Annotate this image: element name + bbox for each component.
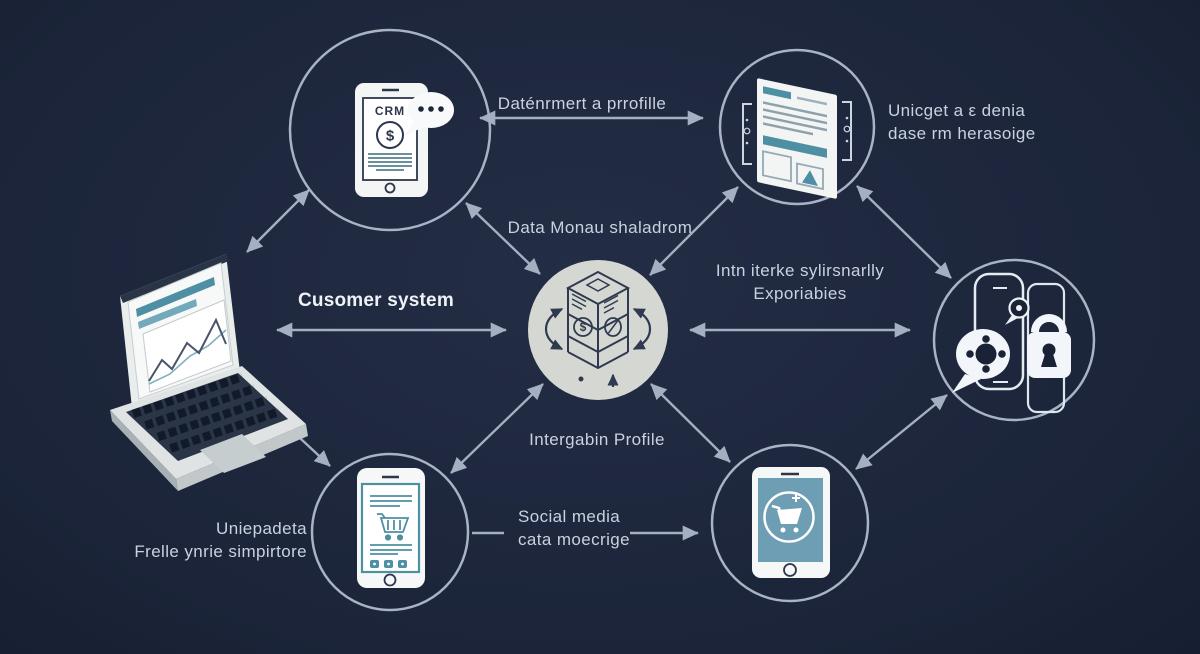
home-button xyxy=(384,182,396,194)
sync-arrow-left-icon xyxy=(544,308,564,350)
laptop-trackpad xyxy=(200,434,266,473)
shop-phone-screen xyxy=(360,482,421,574)
arrow-shopphone-hub xyxy=(450,383,544,474)
node-circle xyxy=(310,452,470,612)
node-document xyxy=(718,48,876,206)
chat-gear-bubble-icon xyxy=(952,329,1010,393)
node-crm-phone: CRM $ xyxy=(288,28,492,232)
label-social-media-link: Social media cata moecrige xyxy=(518,507,630,549)
arrow-security-tablet xyxy=(855,394,948,470)
node-circle xyxy=(710,443,870,603)
hub-cube-icon xyxy=(544,270,652,387)
home-button xyxy=(783,563,797,577)
label-crm-document-link: Daténrmert a prrofille xyxy=(497,94,667,113)
node-circle xyxy=(932,258,1096,422)
laptop-chart-panel xyxy=(142,299,232,393)
cart-badge-icon xyxy=(763,491,815,543)
label-document-caption: Unicget a ε denia dase rm herasoige xyxy=(888,101,1036,143)
node-circle xyxy=(718,48,876,206)
chart-line-dark xyxy=(148,317,227,382)
label-hub-bottom-link: Intergabin Profile xyxy=(529,430,665,449)
node-shopping-tablet xyxy=(710,443,870,603)
crm-text-lines xyxy=(368,153,412,171)
lock-icon xyxy=(1027,314,1071,378)
home-button xyxy=(383,573,397,587)
dollar-badge-icon xyxy=(376,121,404,149)
connector-arrows xyxy=(246,110,952,541)
node-security-phone xyxy=(932,258,1096,422)
label-laptop-caption: Cusomer system xyxy=(298,290,454,311)
node-circle xyxy=(288,28,492,232)
node-shopping-phone xyxy=(310,452,470,612)
document-icon xyxy=(757,78,837,199)
arrow-document-security xyxy=(856,185,952,279)
label-shop-phone-caption: Uniepadeta Frelle ynrie simpirtore xyxy=(134,519,307,561)
cart-icon xyxy=(377,513,410,541)
node-integration-hub: $ xyxy=(528,260,668,400)
crm-screen-title: CRM xyxy=(375,104,405,118)
chat-bubble-icon xyxy=(404,92,454,136)
label-hub-top-link: Data Monau shaladrom xyxy=(507,218,693,237)
label-hub-right-link: Intn iterke sylirsnarlly Exporiabies xyxy=(715,261,885,303)
sync-arrow-right-icon xyxy=(632,308,652,350)
crm-dollar-symbol: $ xyxy=(386,128,395,145)
notification-badge-icon xyxy=(1005,297,1030,325)
chart-line-teal xyxy=(148,329,227,385)
arrow-hub-document xyxy=(649,186,739,276)
app-buttons xyxy=(370,560,407,568)
hub-dollar-symbol: $ xyxy=(580,320,587,334)
arrow-hub-tablet xyxy=(650,383,731,463)
scan-brackets-icon xyxy=(742,101,852,165)
laptop-illustration xyxy=(110,254,308,491)
arrow-laptop-crm xyxy=(246,189,310,253)
arrow-crm-hub xyxy=(465,202,541,275)
